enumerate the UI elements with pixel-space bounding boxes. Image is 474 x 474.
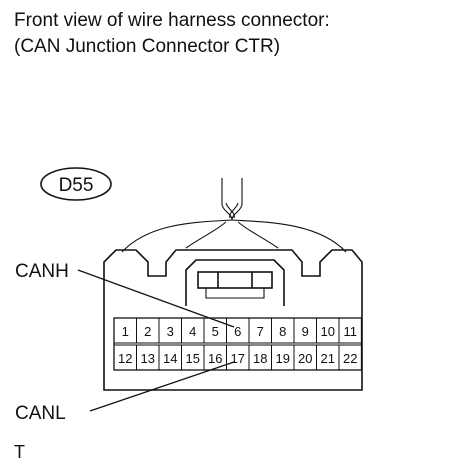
pin-number: 7 [257, 324, 264, 339]
pin-number: 6 [234, 324, 241, 339]
pin-number: 1 [122, 324, 129, 339]
connector-code: D55 [59, 175, 94, 196]
pin-number: 19 [276, 351, 290, 366]
pin-number: 14 [163, 351, 177, 366]
pin-number: 16 [208, 351, 222, 366]
pin-number: 5 [212, 324, 219, 339]
pin-number: 13 [141, 351, 155, 366]
canh-label: CANH [15, 261, 69, 282]
pin-number: 21 [321, 351, 335, 366]
pin-number: 4 [189, 324, 196, 339]
pin-number: 20 [298, 351, 312, 366]
diagram-title-line-2: (CAN Junction Connector CTR) [14, 36, 281, 57]
pin-number: 11 [344, 324, 358, 339]
canh-leader-line [77, 269, 235, 328]
pin-cavity [338, 317, 362, 344]
canl-label: CANL [15, 403, 66, 424]
pin-number: 17 [231, 351, 245, 366]
pin-number: 9 [302, 324, 309, 339]
pin-number: 2 [144, 324, 151, 339]
canl-leader-line [89, 361, 235, 412]
footnote-mark: T [14, 442, 25, 462]
pin-number: 10 [321, 324, 335, 339]
pin-number: 22 [343, 351, 357, 366]
pin-number: 8 [279, 324, 286, 339]
pin-cavity [338, 344, 362, 371]
pin-number: 12 [118, 351, 132, 366]
wire-bundle [121, 178, 347, 253]
pin-number: 15 [186, 351, 200, 366]
connector-housing [103, 249, 363, 391]
connector-code-badge: D55 [40, 167, 112, 201]
pin-number: 3 [167, 324, 174, 339]
pin-number: 18 [253, 351, 267, 366]
diagram-title-line-1: Front view of wire harness connector: [14, 10, 330, 31]
